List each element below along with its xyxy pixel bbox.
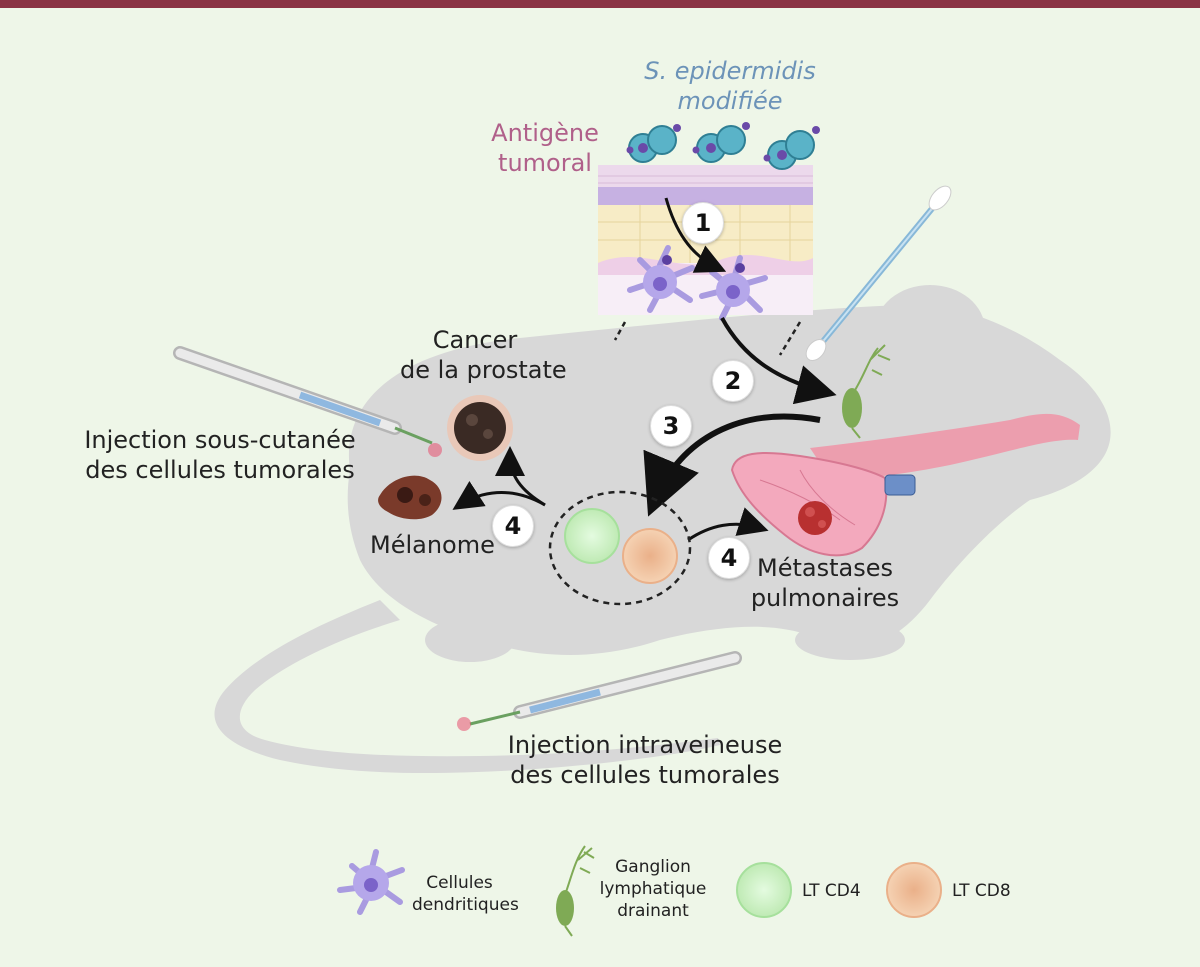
prostate-label: Cancer de la prostate [400,325,567,385]
subcut-label-line2: des cellules tumorales [85,456,355,484]
syringe-subcutaneous [173,346,442,457]
swab [805,185,952,362]
mouse-silhouette [214,285,1111,773]
step-1-badge: 1 [682,202,724,244]
iv-label-line1: Injection intraveineuse [507,731,783,759]
legend-cd4-label: LT CD4 [802,881,861,901]
antigen-label: Antigène tumoral [485,118,605,178]
lung-metastases [730,413,1080,557]
bacteria-label: S. epidermidis modifiée [630,56,830,116]
step-2-badge: 2 [712,360,754,402]
legend-lymph-line2: lymphatique [599,879,707,899]
legend-cd4-icon [736,862,792,918]
subcut-label-line1: Injection sous-cutanée [84,426,356,454]
bacterium-2 [692,122,750,163]
legend-lymph-line1: Ganglion [615,857,691,877]
subcut-label: Injection sous-cutanée des cellules tumo… [70,425,370,485]
syringe-intravenous [457,651,742,731]
metastases-label-line2: pulmonaires [750,584,900,612]
dendritic-cell-skin-1 [627,245,695,313]
cd4-cell [564,508,620,564]
step-4-badge-left: 4 [492,505,534,547]
antigen-label-line2: tumoral [498,149,592,177]
bacterium-3 [763,126,820,170]
arrow-step1 [664,197,727,273]
bacterium-1 [626,124,681,163]
melanoma-tumor [378,475,442,520]
bacteria-label-line1: S. epidermidis [644,57,816,85]
metastases-label: Métastases pulmonaires [740,553,910,613]
dendritic-cell-skin-2 [699,255,768,321]
tcell-cluster-outline [548,490,692,606]
legend-dendritic-icon [337,849,405,915]
arrow-step2 [720,317,837,405]
iv-label-line2: des cellules tumorales [510,761,780,789]
prostate-label-line2: de la prostate [400,356,567,384]
cd8-cell [622,528,678,584]
step-4-badge-right: 4 [708,537,750,579]
step-3-badge: 3 [650,405,692,447]
iv-label: Injection intraveineuse des cellules tum… [495,730,795,790]
arrow-step4-prostate [495,446,546,507]
legend-lymph-line3: drainant [617,901,689,921]
legend-cd8-label: LT CD8 [952,881,1011,901]
arrow-step3 [643,413,821,517]
metastases-label-line1: Métastases [757,554,893,582]
lymph-node [842,344,891,439]
legend-dendritic-line1: Cellules [426,873,493,893]
legend-dendritic-line2: dendritiques [412,895,519,915]
legend-dendritic-label: Cellules dendritiques [412,872,519,916]
legend-lymph-icon [556,845,595,937]
antigen-label-line1: Antigène [491,119,599,147]
melanoma-label: Mélanome [370,531,495,559]
top-bar [0,0,1200,8]
legend-cd8-icon [886,862,942,918]
prostate-tumor [447,395,513,461]
legend-lymph-label: Ganglion lymphatique drainant [598,856,708,922]
bacteria-group [626,122,820,170]
prostate-label-line1: Cancer [432,326,518,354]
arrow-step4-lung [687,507,769,542]
bacteria-label-line2: modifiée [677,87,783,115]
